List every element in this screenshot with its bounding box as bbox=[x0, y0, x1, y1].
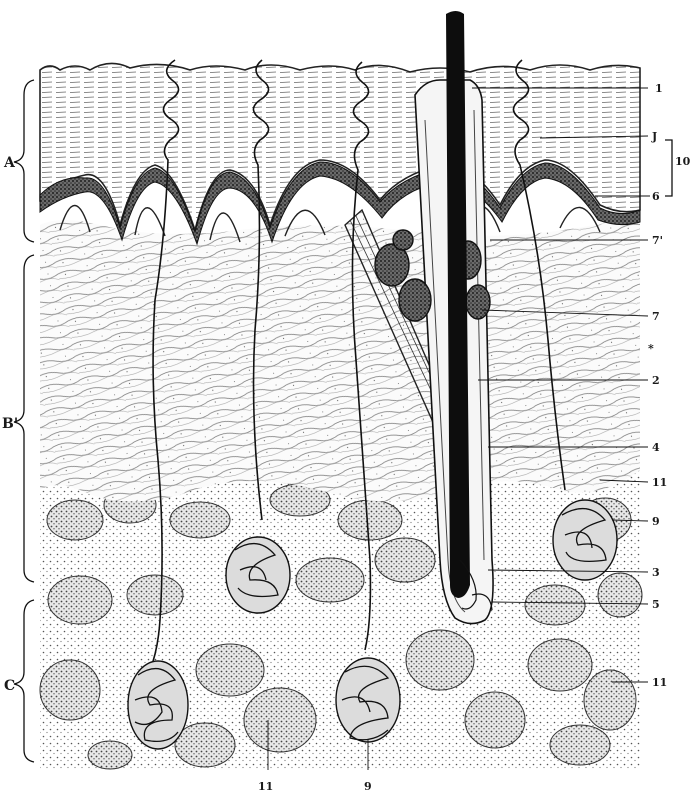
callout-11-right: 11 bbox=[652, 476, 667, 489]
callout-6: 6 bbox=[652, 190, 660, 203]
sweat-gland-coil-1 bbox=[128, 661, 188, 749]
callout-7-prime: 7' bbox=[652, 234, 663, 247]
hypodermis-layer bbox=[40, 470, 642, 770]
epidermis-layer bbox=[40, 63, 640, 244]
callout-j: J bbox=[651, 130, 657, 143]
callout-9-right: 9 bbox=[652, 515, 660, 528]
callout-5: 5 bbox=[652, 598, 660, 611]
callout-3: 3 bbox=[652, 566, 660, 579]
label-region-A: A bbox=[3, 155, 16, 171]
callout-1: 1 bbox=[655, 82, 663, 95]
callout-10: 10 bbox=[675, 155, 691, 168]
sweat-gland-coil-2 bbox=[226, 537, 290, 613]
sweat-gland-coil-3 bbox=[336, 658, 400, 742]
callout-11-bottom: 11 bbox=[258, 780, 273, 793]
callout-2: 2 bbox=[652, 374, 660, 387]
sweat-gland-coil-4 bbox=[553, 500, 617, 580]
callout-7: 7 bbox=[652, 310, 660, 323]
callout-11-lower: 11 bbox=[652, 676, 667, 689]
callout-asterisk: * bbox=[648, 342, 654, 355]
callout-4: 4 bbox=[652, 441, 660, 454]
label-region-C: C bbox=[4, 678, 15, 694]
callout-9-bottom: 9 bbox=[364, 780, 372, 793]
label-region-B: B' bbox=[2, 416, 18, 432]
